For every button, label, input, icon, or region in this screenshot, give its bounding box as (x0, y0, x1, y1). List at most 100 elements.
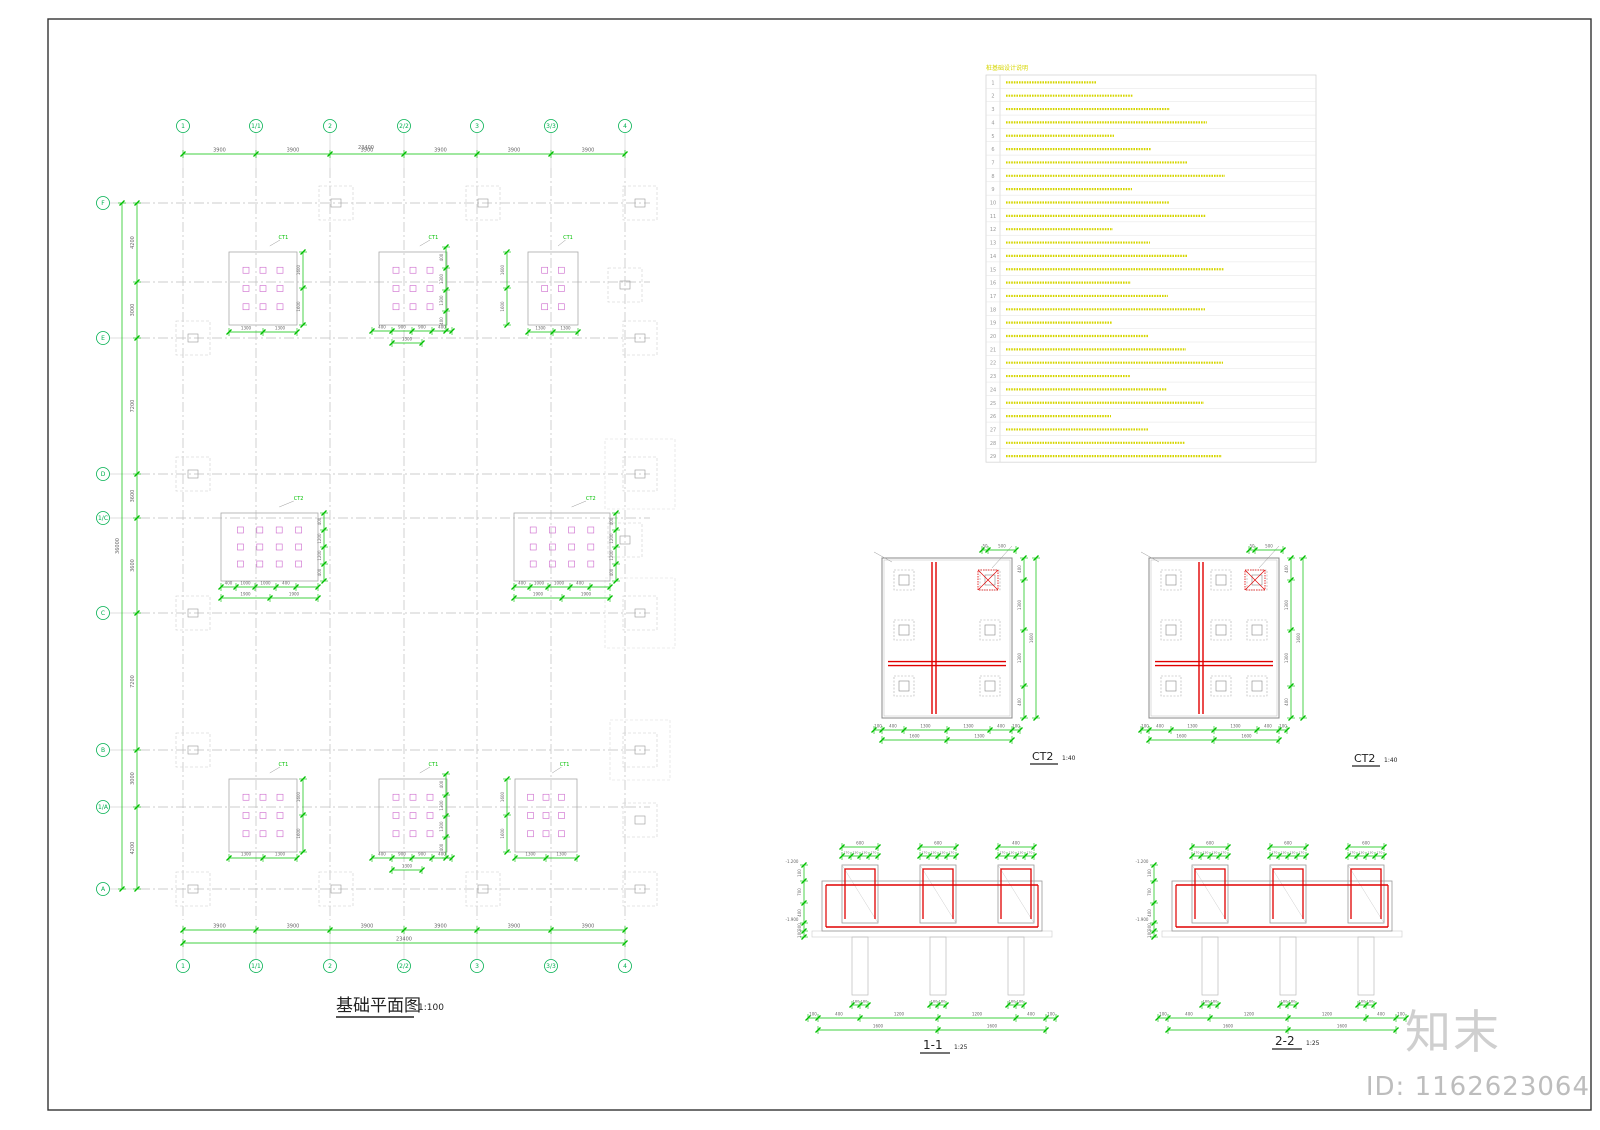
pile-highlight-cross (1244, 569, 1266, 591)
pile-mark (409, 812, 417, 819)
pile-shaft (851, 936, 869, 996)
pile-mark (527, 830, 534, 838)
plan-top-dim-tick (548, 151, 554, 157)
notes-row-number: 4 (991, 120, 994, 126)
detail-side-dim-tick (1021, 577, 1027, 583)
section-top-dim-label: 600 (934, 841, 942, 846)
detail-side-dim-tick (1021, 715, 1027, 721)
section-sub-dim-label: 170 (1377, 851, 1383, 855)
column-mark (634, 198, 646, 208)
section-side-dim-label: 700 (1147, 888, 1152, 896)
cap-vdim-label: 400 (317, 517, 322, 525)
section-2-2-labels: 2-2 1:25 (1272, 1034, 1320, 1050)
detail-side-total-tick (1033, 715, 1039, 721)
pile-mark (409, 830, 417, 838)
notes-row-number: 19 (990, 321, 996, 327)
pile-mark (242, 285, 250, 292)
section-bottom-total-label: 1600 (1337, 1024, 1348, 1029)
cap-vdim-label: 1600 (296, 301, 301, 312)
detail-bottom-total-label: 1600 (1176, 734, 1187, 739)
cap-leader (552, 766, 562, 774)
section-top-dim-tick (917, 844, 923, 850)
grid-bubble-bottom-label: 1 (181, 963, 185, 970)
cap-dim-label: 900 (418, 325, 426, 330)
detail-top-dim-tick (1280, 547, 1286, 553)
pile-mark (237, 526, 244, 534)
section-top-dim-label: 600 (1284, 841, 1292, 846)
section-pile-dim-tick (1355, 1002, 1361, 1008)
pile-mark (529, 526, 537, 534)
image-id-label: ID: 1162623064 (1365, 1072, 1590, 1102)
section-top-dim-tick (953, 844, 959, 850)
pile-mark (276, 830, 284, 838)
grid-bubble-top (176, 119, 190, 133)
cap-dim-tick (409, 855, 415, 861)
grid-bubble-bottom-label: 3/3 (546, 963, 556, 970)
section-side-dim-tick (801, 928, 807, 934)
cap-vdim-label: 1600 (500, 301, 505, 312)
detail-bottom-total-label: 1600 (1241, 734, 1252, 739)
section-side-dim-tick (1151, 878, 1157, 884)
section-top-dim-tick (1031, 844, 1037, 850)
grid-bubble-top-label: 3 (475, 123, 479, 130)
section-top-dim-label: 400 (1012, 841, 1020, 846)
stirrup-rebar (1350, 868, 1382, 919)
cap-vdim-tick (321, 578, 327, 584)
plan-bottom-total-tick (180, 940, 186, 946)
section-sub-dim-tick (1354, 853, 1360, 859)
notes-row-number: 16 (990, 281, 996, 287)
section-pile-dim-label: 180 (1359, 1000, 1366, 1004)
cap-vdim-tick (321, 510, 327, 516)
cap-dim-tick (449, 328, 455, 334)
cap-leader (269, 239, 281, 247)
cap-dim-tick (369, 855, 375, 861)
pile-cap-detail-2-labels: CT2 1:40 (1352, 752, 1398, 767)
plan-left-dim-label: 3600 (130, 490, 136, 503)
pile-mark (558, 303, 565, 311)
sheet-border (47, 18, 1592, 1111)
grid-bubble-left (96, 882, 110, 896)
detail-1-scale: 1:40 (1062, 755, 1076, 762)
pile-mark (275, 560, 283, 568)
grid-bubble-bottom-label: 2 (328, 963, 332, 970)
pile-mark (276, 793, 284, 801)
grid-bubble-bottom-label: 1/1 (251, 963, 261, 970)
pile-mark (558, 830, 565, 838)
detail-bottom-total-tick (1146, 737, 1152, 743)
pile-mark (295, 526, 302, 534)
detail-bottom-dim-tick (1211, 727, 1217, 733)
plan-bottom-dim-label: 3900 (508, 924, 521, 930)
plinth-outline (318, 871, 354, 907)
pile-mark (426, 830, 434, 838)
cap-dim-label: 400 (378, 325, 386, 330)
cap-dim-tick (525, 329, 531, 335)
detail-side-total-tick (1300, 555, 1306, 561)
section-sub-dim-label: 130 (1281, 851, 1287, 855)
pile-outline (1160, 569, 1182, 591)
plinth-outline (175, 732, 211, 768)
cap-dim-label: 400 (378, 852, 386, 857)
pile-mark (256, 560, 264, 568)
detail-bottom-dim-tick (1138, 727, 1144, 733)
cap-dim-label: 400 (576, 581, 584, 586)
pile-mark (256, 526, 264, 534)
cap-vdim-tick (443, 813, 449, 819)
section-pile-dim-tick (1293, 1002, 1299, 1008)
pile-mark (295, 560, 302, 568)
pile-mark (558, 812, 565, 819)
section-sub-dim-label: 170 (1221, 851, 1227, 855)
cap-dim-label: 1000 (534, 581, 545, 586)
pile-mark (549, 543, 556, 551)
cap-dim-tick (543, 855, 549, 861)
cap-vdim-label: 1600 (296, 791, 301, 802)
section-sub-dim-tick (866, 853, 872, 859)
pier-outline (1191, 864, 1229, 924)
notes-row-number: 3 (991, 107, 994, 113)
cap-dim-tick (449, 855, 455, 861)
pile-core (1251, 680, 1263, 692)
pier-hatch (919, 864, 957, 924)
section-pile-dim-tick (1363, 1002, 1369, 1008)
section-bottom-dim-label: 400 (1377, 1012, 1385, 1017)
section-bottom-dim-label: 1200 (1244, 1012, 1255, 1017)
